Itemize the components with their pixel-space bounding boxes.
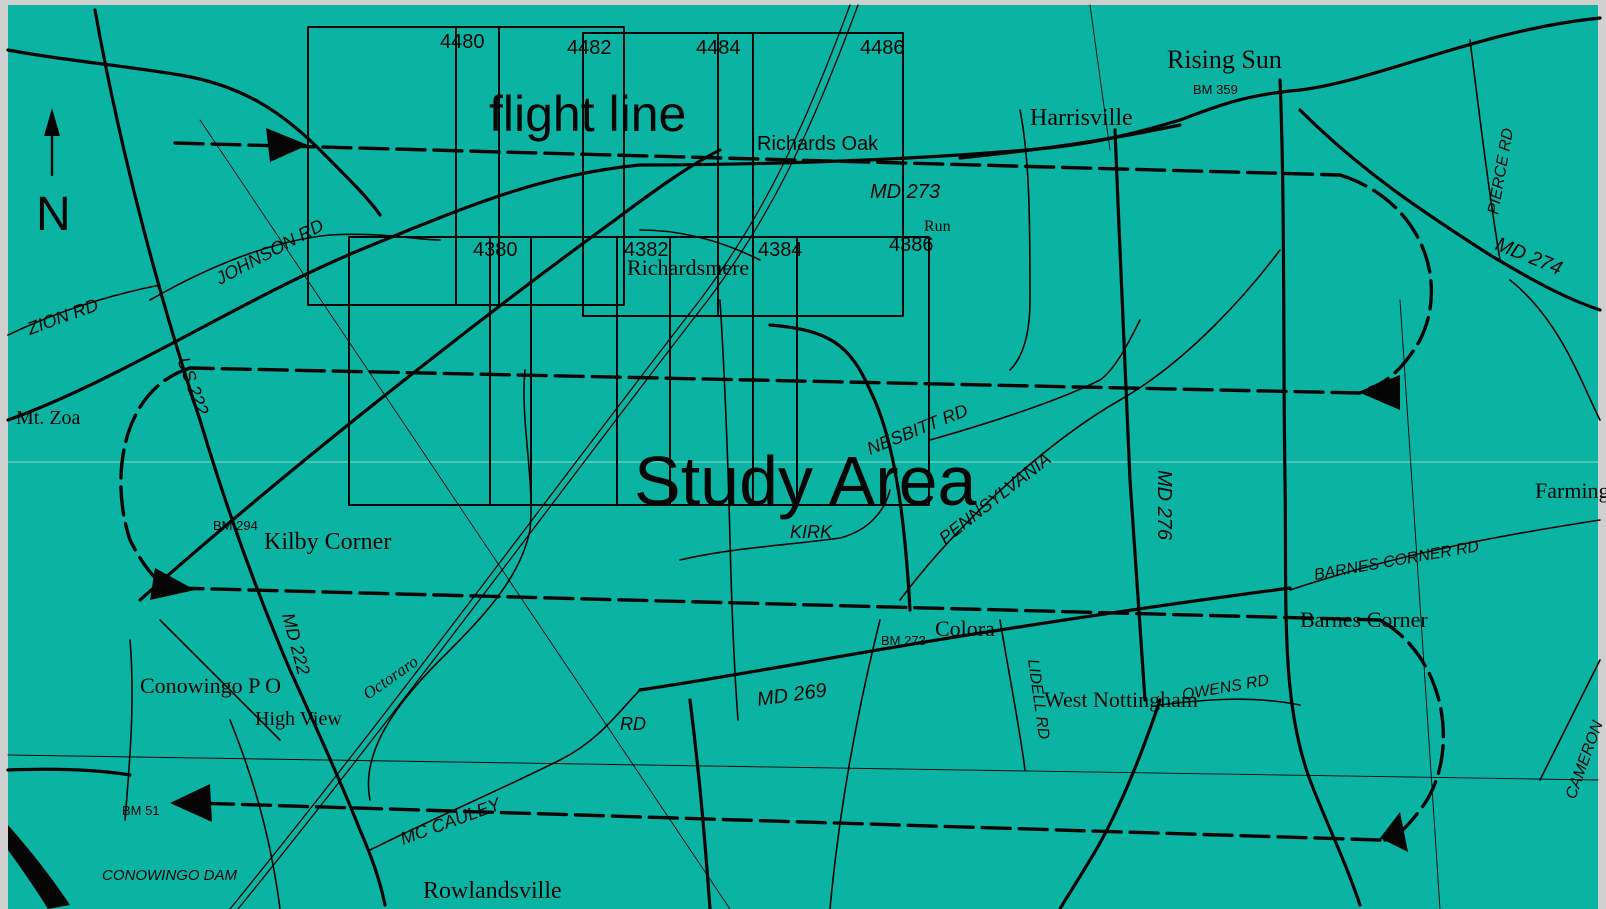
flight-line-7 xyxy=(193,801,1382,842)
road-south-east xyxy=(829,619,881,909)
road-barnes-corner xyxy=(1289,519,1601,591)
flight-line-3 xyxy=(188,366,1362,395)
road-kilby-corner xyxy=(138,148,722,602)
road-east-loop xyxy=(1509,279,1601,421)
road-label-kirk: KIRK xyxy=(790,522,833,542)
benchmark-51: BM 51 xyxy=(122,803,160,818)
arrow-head xyxy=(170,784,212,822)
place-rising-sun: Rising Sun xyxy=(1167,45,1282,74)
north-arrow xyxy=(44,108,60,177)
place-kilby-corner: Kilby Corner xyxy=(264,529,391,555)
frame-id-4484: 4484 xyxy=(696,37,741,59)
road-south-link xyxy=(688,698,712,909)
survey-line xyxy=(1089,4,1111,151)
road-zion xyxy=(7,284,161,336)
road-label-rd: RD xyxy=(620,714,646,734)
photo-frame-4480 xyxy=(307,26,625,306)
survey-line xyxy=(1399,299,1441,909)
road-octoraro-creek xyxy=(367,369,532,801)
flight-line-5 xyxy=(173,586,1382,622)
road-west-edge xyxy=(6,48,382,217)
road-md-276-north xyxy=(1113,128,1147,702)
road-mc-cauley xyxy=(369,689,641,851)
place-farming: Farming xyxy=(1535,478,1606,503)
railroad xyxy=(229,4,859,909)
road-harrisville xyxy=(1009,109,1031,371)
road-conowingo-west xyxy=(6,767,132,777)
road-lidell xyxy=(999,619,1026,771)
road-kirk xyxy=(679,489,891,561)
road-conowingo-po xyxy=(124,639,133,821)
road-md-274 xyxy=(1298,108,1602,312)
place-colora: Colora xyxy=(935,616,995,641)
study-area-label: Study Area xyxy=(634,442,977,520)
road-lane xyxy=(719,299,739,721)
place-conowingo-po: Conowingo P O xyxy=(140,673,281,698)
road-label-conowingo-dam: CONOWINGO DAM xyxy=(102,867,237,884)
road-us-222 xyxy=(93,8,387,907)
road-label-md-273: MD 273 xyxy=(870,181,940,203)
photo-frames-second xyxy=(348,236,930,506)
flight-line-label: flight line xyxy=(489,86,686,142)
north-arrow-head xyxy=(44,108,60,136)
arrow-head xyxy=(266,128,308,162)
road-label-run: Run xyxy=(924,218,951,235)
road-pennsylvania xyxy=(899,249,1281,601)
benchmark-359: BM 359 xyxy=(1193,82,1238,97)
flight-line-1 xyxy=(173,141,1342,177)
road-md-273-east xyxy=(958,123,1182,160)
flight-arrows xyxy=(150,128,1408,852)
road-md-269 xyxy=(638,586,1292,692)
place-rowlandsville: Rowlandsville xyxy=(423,878,562,904)
frame-id-4386: 4386 xyxy=(889,234,934,256)
frame-id-4482: 4482 xyxy=(567,37,612,59)
place-richardsmere: Richardsmere xyxy=(627,255,749,280)
place-richards-oak: Richards Oak xyxy=(757,133,879,155)
place-harrisville: Harrisville xyxy=(1030,105,1133,131)
place-barnes-corner: Barnes Corner xyxy=(1300,607,1428,632)
survey-line xyxy=(7,754,1599,781)
road-colora-north xyxy=(768,323,912,612)
survey-line xyxy=(199,119,731,909)
frame-id-4486: 4486 xyxy=(860,37,905,59)
road-west-nottingham-south xyxy=(1058,698,1162,909)
road-high-view xyxy=(159,619,281,741)
frame-id-4382: 4382 xyxy=(624,239,669,261)
place-west-nottingham: West Nottingham xyxy=(1044,687,1198,712)
road-label-md-276: MD 276 xyxy=(1153,470,1175,541)
railroad-rail-b xyxy=(237,4,859,909)
road-owens xyxy=(1159,698,1301,706)
frame-id-4384: 4384 xyxy=(758,239,803,261)
arrow-head xyxy=(1380,812,1408,852)
road-cameron xyxy=(1539,659,1601,781)
flight-line-2 xyxy=(1338,173,1434,390)
place-mt-zoa: Mt. Zoa xyxy=(16,407,81,429)
arrow-head xyxy=(1358,375,1400,410)
benchmark-294: BM 294 xyxy=(213,518,258,533)
arrow-head xyxy=(150,568,195,600)
frame-id-4480: 4480 xyxy=(440,31,485,53)
photo-frames-top xyxy=(307,26,904,317)
conowingo-dam xyxy=(8,825,70,909)
frame-id-4380: 4380 xyxy=(473,239,518,261)
road-pierce xyxy=(1469,39,1501,261)
railroad-rail-a xyxy=(229,4,851,909)
major-roads xyxy=(6,8,1602,909)
road-rising-sun-south xyxy=(1278,78,1362,907)
road-mt-zoa-rising-sun xyxy=(6,16,1602,422)
benchmark-273: BM 273 xyxy=(881,633,926,648)
place-high-view: High View xyxy=(255,708,342,730)
survey-lines xyxy=(7,4,1599,909)
photo-frame-4484 xyxy=(582,32,904,317)
north-arrow-label: N xyxy=(36,188,71,241)
